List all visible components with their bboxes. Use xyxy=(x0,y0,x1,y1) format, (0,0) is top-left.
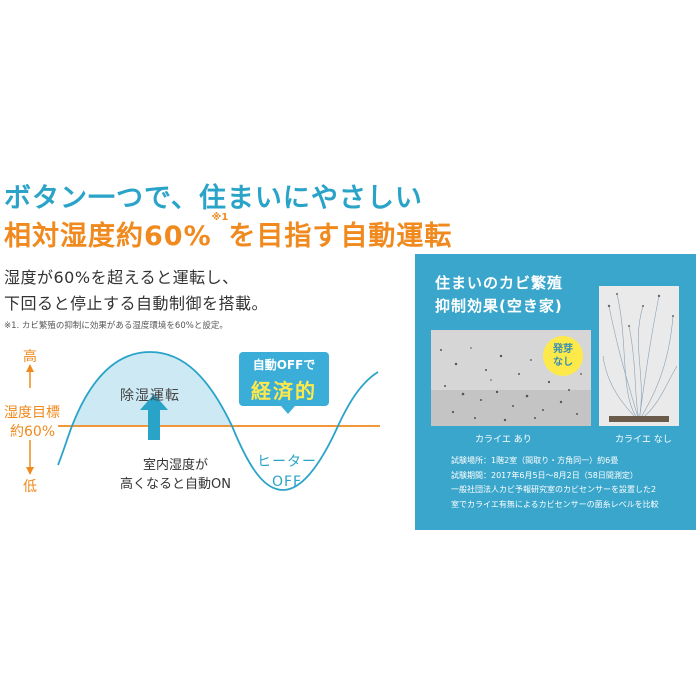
no-germination-badge: 発芽 なし xyxy=(543,336,583,376)
mold-hyphae-image xyxy=(599,286,679,426)
headline-line1: ボタン一つで、住まいにやさしい xyxy=(4,183,423,214)
headline-line2-tail: を目指す自動運転 xyxy=(228,221,453,252)
callout-line1: 自動OFFで xyxy=(252,358,316,372)
footnote: ※1. カビ繁殖の抑制に効果がある湿度環境を60%と設定。 xyxy=(4,321,228,331)
headline-footnote-mark: ※1 xyxy=(211,212,229,223)
detail-period: 試験期間：2017年6月5日〜8月2日（58日間測定） xyxy=(451,470,638,480)
y-label-target: 湿度目標 xyxy=(4,405,60,421)
heater-off-line2: OFF xyxy=(271,474,303,490)
lead-text: 湿度が60%を超えると運転し、 下回ると停止する自動制御を搭載。 xyxy=(4,265,268,317)
heater-off-label: ヒーター OFF xyxy=(243,452,331,492)
humidity-curve xyxy=(57,351,379,491)
dehumidify-label: 除湿運転 xyxy=(120,388,180,404)
caption-with-karaie: カライエ あり xyxy=(475,435,532,445)
photo-without-karaie xyxy=(599,286,679,426)
headline-line2: 相対湿度約60%※1を目指す自動運転 xyxy=(4,212,453,253)
detail-location: 試験場所：1階2室（間取り・方角同一）約6畳 xyxy=(451,456,619,465)
humidity-cycle-diagram: 高 湿度目標 約60% 低 xyxy=(0,340,385,500)
lead-line2: 下回ると停止する自動制御を搭載。 xyxy=(4,294,269,313)
y-label-target-value: 約60% xyxy=(10,424,56,440)
headline-line2-main: 相対湿度約60% xyxy=(4,221,212,252)
y-axis-down-arrowhead xyxy=(26,467,34,475)
panel-title: 住まいのカビ繁殖 抑制効果(空き家) xyxy=(435,272,563,318)
auto-on-line1: 室内湿度が xyxy=(142,458,208,473)
badge-line1: 発芽 xyxy=(553,344,573,355)
auto-on-line2: 高くなると自動ON xyxy=(120,477,231,492)
callout-line2: 経済的 xyxy=(251,379,317,403)
test-details: 試験場所：1階2室（間取り・方角同一）約6畳 試験期間：2017年6月5日〜8月… xyxy=(451,454,659,512)
detail-method-line1: 一般社団法人カビ予報研究室のカビセンサーを設置した2 xyxy=(451,485,657,494)
rise-up-arrow xyxy=(140,394,168,440)
heater-off-line1: ヒーター xyxy=(257,454,317,470)
y-label-high: 高 xyxy=(23,349,37,365)
auto-on-label: 室内湿度が 高くなると自動ON xyxy=(108,456,243,494)
lead-line1: 湿度が60%を超えると運転し、 xyxy=(4,268,239,287)
callout-pointer xyxy=(281,406,295,414)
dehumidify-area xyxy=(72,352,232,426)
panel-title-line1: 住まいのカビ繁殖 xyxy=(435,274,564,292)
economy-callout: 自動OFFで 経済的 xyxy=(239,352,329,406)
detail-method-line2: 室でカライエ有無によるカビセンサーの菌糸レベルを比較 xyxy=(451,499,659,509)
humidity-curve-graphic xyxy=(26,351,380,491)
panel-title-line2: 抑制効果(空き家) xyxy=(435,297,563,315)
y-axis-up-arrowhead xyxy=(26,364,34,372)
y-label-low: 低 xyxy=(23,479,37,495)
caption-without-karaie: カライエ なし xyxy=(615,435,672,445)
mold-test-panel: 住まいのカビ繁殖 抑制効果(空き家) 発芽 なし xyxy=(415,254,696,530)
badge-line2: なし xyxy=(553,357,573,368)
